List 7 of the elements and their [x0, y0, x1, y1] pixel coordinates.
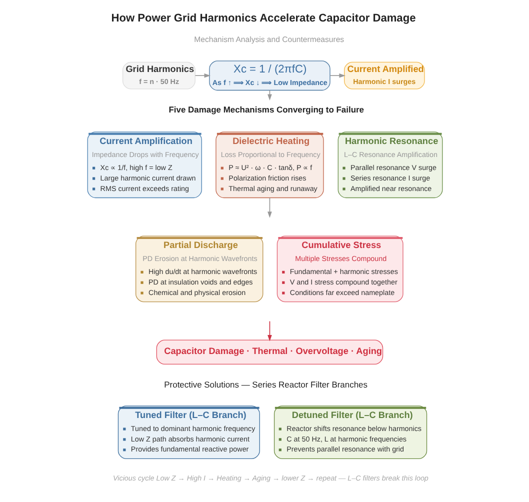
arrow	[267, 197, 272, 218]
label: Protective Solutions — Series Reactor Filter Branches	[164, 379, 368, 390]
arrow	[267, 320, 272, 342]
diagram-title: How Power Grid Harmonics Accelerate Capacitor Damage	[110, 12, 416, 25]
node-text: Five Damage Mechanisms Converging to Failure	[168, 104, 364, 115]
arrow	[194, 73, 210, 78]
arrow	[329, 73, 345, 78]
